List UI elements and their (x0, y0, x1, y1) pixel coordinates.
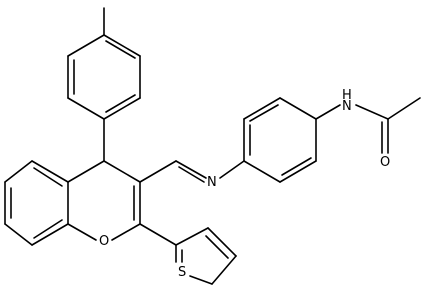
carbonyl-oxygen-label: O (380, 155, 390, 170)
ring-oxygen-label: O (99, 234, 109, 249)
sulfur-label: S (178, 265, 186, 280)
thiophene-ring (139, 223, 237, 285)
amide-nitrogen-label: N (342, 99, 352, 114)
tolyl-ring (67, 7, 141, 120)
chromene-core (4, 118, 141, 246)
atom-nh-label: H N (342, 88, 352, 114)
imine-nitrogen-label: N (207, 175, 217, 190)
hydrogen-label: H (342, 88, 352, 103)
acetamide-group (315, 97, 421, 154)
imine-linker (139, 160, 245, 183)
phenylene-ring (243, 97, 317, 183)
